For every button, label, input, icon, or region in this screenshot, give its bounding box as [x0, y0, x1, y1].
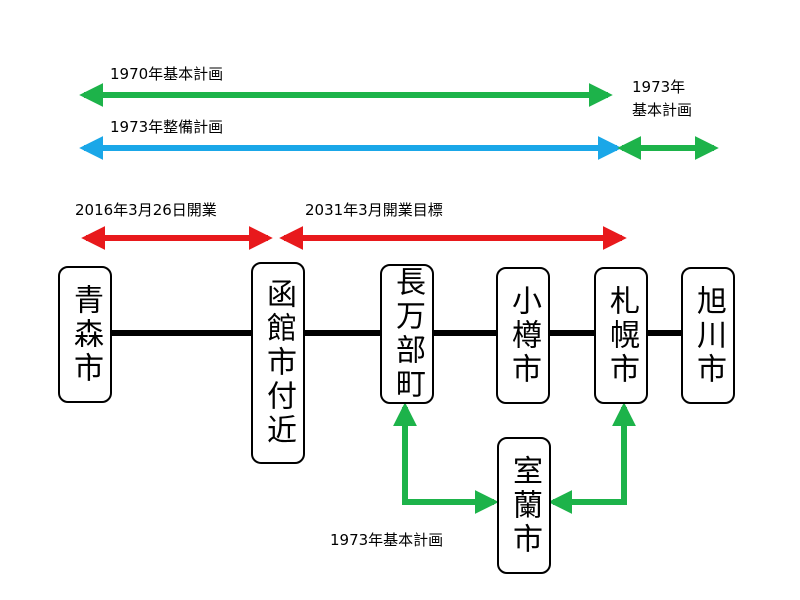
plan-1973-asahikawa-label-line2: 基本計画: [632, 101, 693, 119]
station-oshamambe: 長万部町: [380, 264, 434, 404]
plan-1973-muroran-label: 1973年基本計画: [330, 531, 444, 549]
target-2031-label: 2031年3月開業目標: [305, 201, 443, 219]
station-asahikawa: 旭川市: [681, 267, 735, 404]
open-2016-label: 2016年3月26日開業: [75, 201, 217, 219]
maint-1973-label: 1973年整備計画: [110, 118, 224, 136]
station-asahikawa-label: 旭川市: [691, 284, 726, 387]
station-oshamambe-label: 長万部町: [390, 266, 425, 402]
station-aomori-label: 青森市: [68, 283, 103, 386]
station-hakodate: 函館市付近: [251, 262, 305, 464]
station-otaru-label: 小樽市: [506, 284, 541, 387]
station-sapporo: 札幌市: [594, 267, 648, 404]
oshamambe-muroran-arrow: [393, 402, 499, 514]
station-muroran-label: 室蘭市: [507, 454, 542, 557]
plan-1973-asahikawa-label-line1: 1973年: [632, 78, 686, 96]
station-otaru: 小樽市: [496, 267, 550, 404]
station-aomori: 青森市: [58, 266, 112, 403]
station-hakodate-label: 函館市付近: [261, 278, 296, 448]
sapporo-muroran-arrow: [548, 402, 636, 514]
plan-1970-label: 1970年基本計画: [110, 65, 224, 83]
station-muroran: 室蘭市: [497, 437, 551, 574]
station-sapporo-label: 札幌市: [604, 284, 639, 387]
